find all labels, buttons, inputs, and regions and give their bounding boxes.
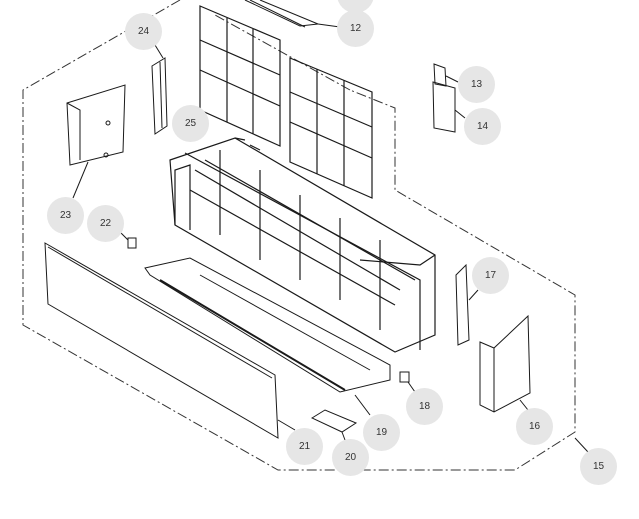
part-23-side-cover: [66, 84, 126, 199]
callout-19[interactable]: 19: [363, 414, 400, 451]
callout-25[interactable]: 25: [172, 105, 209, 142]
callout-16[interactable]: 16: [516, 408, 553, 445]
part-24-bracket: [151, 44, 168, 135]
part-21-front-panel: [44, 242, 296, 439]
part-filter-right: [289, 57, 373, 199]
callout-20[interactable]: 20: [332, 439, 369, 476]
callout-23[interactable]: 23: [47, 197, 84, 234]
callout-21[interactable]: 21: [286, 428, 323, 465]
callout-14[interactable]: 14: [464, 108, 501, 145]
callout-17[interactable]: 17: [472, 257, 509, 294]
part-12-rail: [244, 0, 341, 28]
part-20-clip: [310, 409, 358, 441]
callout-18[interactable]: 18: [406, 388, 443, 425]
callout-15[interactable]: 15: [580, 448, 617, 485]
callout-12[interactable]: 12: [337, 10, 374, 47]
callout-partial-top: [337, 0, 374, 13]
part-16-side-panel: [479, 314, 531, 413]
callout-22[interactable]: 22: [87, 205, 124, 242]
callout-24[interactable]: 24: [125, 13, 162, 50]
part-17-side-bracket: [455, 263, 479, 346]
part-chassis: [169, 137, 436, 353]
part-19-drain-pan: [144, 257, 391, 416]
assembly-boundary: [22, 0, 576, 471]
part-18-small-fitting: [399, 371, 416, 393]
part-25-filter-left: [199, 5, 281, 147]
part-13-14-board: [432, 63, 466, 133]
callout-13[interactable]: 13: [458, 66, 495, 103]
